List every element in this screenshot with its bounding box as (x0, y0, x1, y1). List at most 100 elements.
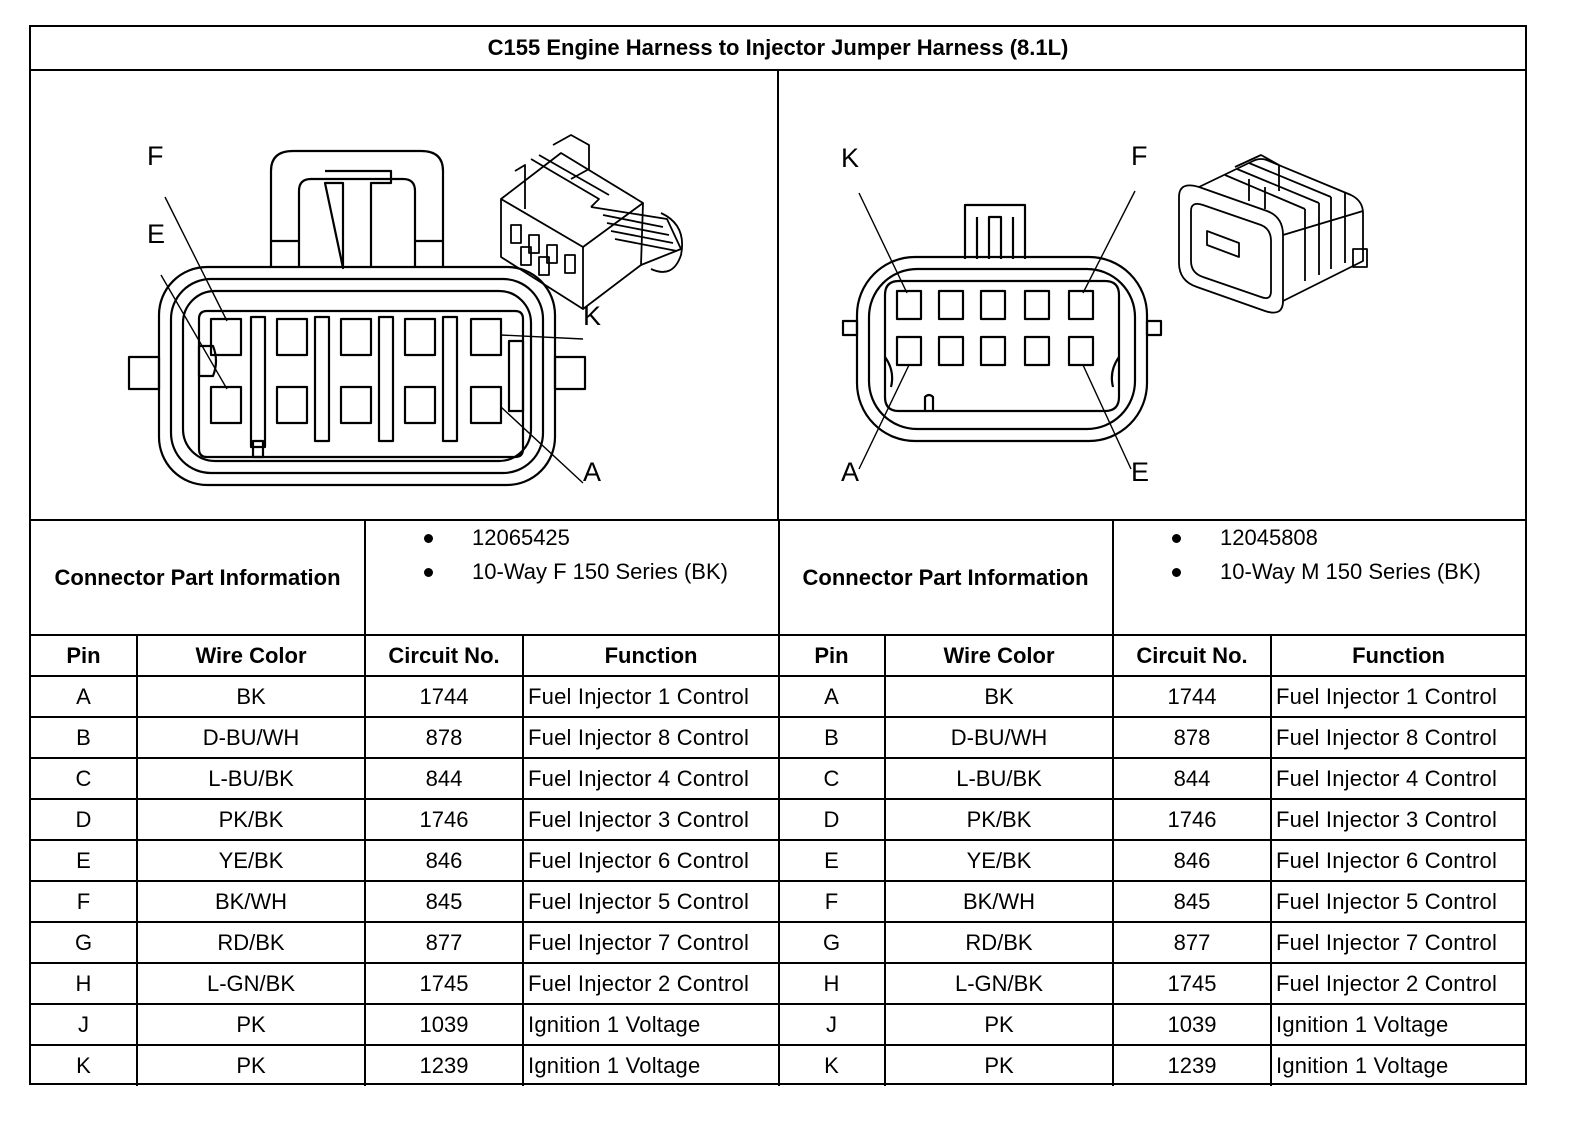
cell-pin: J (31, 1003, 138, 1046)
cell-pin: E (31, 839, 138, 882)
right-pinout-table: Connector Part Information 12045808 10-W… (779, 521, 1526, 1086)
cell-function: Fuel Injector 6 Control (1270, 839, 1526, 882)
cell-wire-color: BK (135, 675, 367, 718)
left-pin-label-a: A (583, 457, 601, 487)
cell-circuit-no: 1039 (1112, 1003, 1273, 1046)
left-pin-label-k: K (583, 301, 601, 331)
cell-circuit-no: 1744 (364, 675, 525, 718)
column-header-circuit-no: Circuit No. (364, 634, 525, 677)
left-connector-info-values: 12065425 10-Way F 150 Series (BK) (364, 521, 781, 636)
cell-pin: D (31, 798, 138, 841)
right-connector-info-label: Connector Part Information (779, 521, 1115, 636)
cell-pin: C (779, 757, 886, 800)
cell-function: Fuel Injector 6 Control (522, 839, 781, 882)
cell-function: Fuel Injector 1 Control (522, 675, 781, 718)
cell-pin: B (779, 716, 886, 759)
cell-wire-color: PK (135, 1044, 367, 1086)
left-connector-info-label: Connector Part Information (31, 521, 367, 636)
cell-circuit-no: 1746 (1112, 798, 1273, 841)
cell-wire-color: YE/BK (135, 839, 367, 882)
cell-function: Fuel Injector 7 Control (1270, 921, 1526, 964)
cell-pin: F (779, 880, 886, 923)
bullet-icon (424, 567, 434, 577)
right-pin-label-f: F (1131, 141, 1148, 171)
cell-wire-color: D-BU/WH (135, 716, 367, 759)
cell-function: Fuel Injector 4 Control (1270, 757, 1526, 800)
cell-circuit-no: 1039 (364, 1003, 525, 1046)
column-header-pin: Pin (31, 634, 138, 677)
cell-pin: G (31, 921, 138, 964)
cell-pin: B (31, 716, 138, 759)
bullet-icon (424, 533, 434, 543)
column-header-function: Function (522, 634, 781, 677)
cell-function: Fuel Injector 4 Control (522, 757, 781, 800)
cell-circuit-no: 878 (1112, 716, 1273, 759)
cell-function: Ignition 1 Voltage (1270, 1003, 1526, 1046)
column-header-pin: Pin (779, 634, 886, 677)
cell-circuit-no: 1239 (364, 1044, 525, 1086)
right-part-number: 12045808 (1118, 521, 1521, 555)
left-pin-label-f: F (147, 141, 164, 171)
cell-pin: H (31, 962, 138, 1005)
cell-circuit-no: 845 (1112, 880, 1273, 923)
cell-wire-color: RD/BK (883, 921, 1115, 964)
cell-wire-color: PK/BK (135, 798, 367, 841)
cell-function: Fuel Injector 5 Control (1270, 880, 1526, 923)
cell-pin: E (779, 839, 886, 882)
cell-function: Fuel Injector 2 Control (1270, 962, 1526, 1005)
bullet-icon (1172, 567, 1182, 577)
left-connector-info-row: Connector Part Information 12065425 10-W… (31, 521, 781, 636)
cell-function: Fuel Injector 8 Control (1270, 716, 1526, 759)
cell-function: Fuel Injector 3 Control (1270, 798, 1526, 841)
right-connector-drawing: K F A E (841, 141, 1368, 487)
left-pinout-table: Connector Part Information 12065425 10-W… (31, 521, 781, 1086)
cell-wire-color: BK/WH (135, 880, 367, 923)
left-table-header: Pin Wire Color Circuit No. Function (31, 634, 781, 677)
cell-circuit-no: 1744 (1112, 675, 1273, 718)
left-connector-drawing: F E K A (127, 134, 683, 487)
cell-pin: D (779, 798, 886, 841)
right-connector-type: 10-Way M 150 Series (BK) (1118, 555, 1521, 589)
column-header-wire-color: Wire Color (135, 634, 367, 677)
column-header-wire-color: Wire Color (883, 634, 1115, 677)
cell-function: Ignition 1 Voltage (522, 1003, 781, 1046)
cell-pin: K (779, 1044, 886, 1086)
cell-wire-color: PK (883, 1044, 1115, 1086)
cell-function: Fuel Injector 7 Control (522, 921, 781, 964)
cell-wire-color: BK/WH (883, 880, 1115, 923)
cell-wire-color: BK (883, 675, 1115, 718)
right-pin-label-a: A (841, 457, 859, 487)
left-connector-type: 10-Way F 150 Series (BK) (370, 555, 774, 589)
left-connector-panel: F E K A (31, 71, 779, 521)
cell-circuit-no: 1745 (364, 962, 525, 1005)
cell-wire-color: PK/BK (883, 798, 1115, 841)
cell-pin: H (779, 962, 886, 1005)
cell-pin: A (31, 675, 138, 718)
cell-circuit-no: 844 (1112, 757, 1273, 800)
cell-wire-color: L-BU/BK (135, 757, 367, 800)
cell-wire-color: RD/BK (135, 921, 367, 964)
cell-function: Fuel Injector 8 Control (522, 716, 781, 759)
cell-circuit-no: 1239 (1112, 1044, 1273, 1086)
cell-function: Ignition 1 Voltage (522, 1044, 781, 1086)
cell-wire-color: L-BU/BK (883, 757, 1115, 800)
cell-function: Fuel Injector 5 Control (522, 880, 781, 923)
cell-wire-color: D-BU/WH (883, 716, 1115, 759)
cell-wire-color: L-GN/BK (135, 962, 367, 1005)
tables-divider (31, 519, 1525, 521)
cell-pin: A (779, 675, 886, 718)
